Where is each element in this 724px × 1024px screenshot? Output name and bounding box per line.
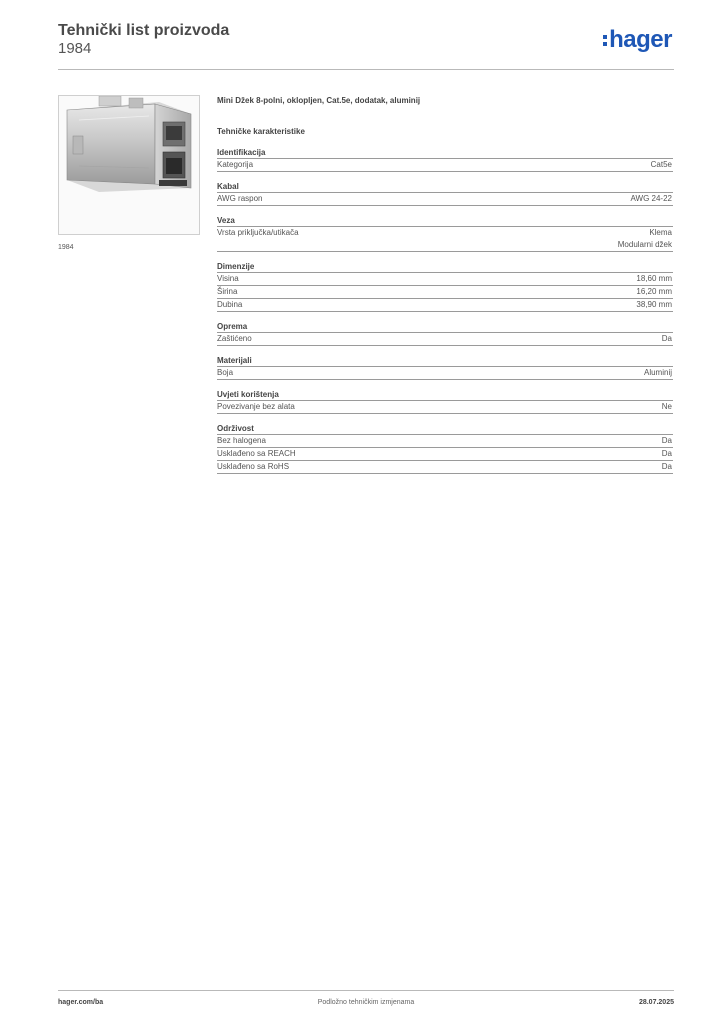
- characteristic-row: Zaštićeno Da: [217, 333, 673, 346]
- group-title: Dimenzije: [217, 261, 673, 273]
- row-value-line: Cat5e: [650, 160, 672, 169]
- row-value-line: Klema: [649, 228, 672, 237]
- characteristic-row: Širina 16,20 mm: [217, 286, 673, 299]
- page-footer: hager.com/ba Podložno tehničkim izmjenam…: [58, 990, 674, 1014]
- group-title: Veza: [217, 215, 673, 227]
- row-label: Boja: [217, 368, 234, 377]
- row-value-line: 16,20 mm: [636, 287, 672, 296]
- row-value: Da: [662, 448, 672, 460]
- hager-logo: hager: [603, 24, 672, 56]
- row-value: Da: [662, 461, 672, 473]
- document-title: Tehnički list proizvoda: [58, 22, 230, 39]
- row-value: 38,90 mm: [636, 299, 672, 311]
- row-value-line: Aluminij: [643, 368, 672, 377]
- row-value-line: 18,60 mm: [636, 274, 672, 283]
- row-value: AWG 24-22: [631, 193, 673, 205]
- row-label: Povezivanje bez alata: [217, 402, 295, 411]
- document-number: 1984: [58, 40, 92, 57]
- footer-website: hager.com/ba: [58, 999, 104, 1006]
- logo-colon-icon: [603, 34, 608, 46]
- characteristic-row: Usklađeno sa REACH Da: [217, 448, 673, 461]
- characteristic-row: Boja Aluminij: [217, 367, 673, 380]
- row-label: Zaštićeno: [217, 334, 252, 343]
- row-value-line: Da: [661, 462, 672, 471]
- group-title: Kabal: [217, 181, 673, 193]
- row-label: Usklađeno sa RoHS: [217, 462, 290, 471]
- row-value-line: Da: [661, 436, 672, 445]
- row-value-line: Da: [661, 449, 672, 458]
- row-value: 16,20 mm: [636, 286, 672, 298]
- row-label: Vrsta priključka/utikača: [217, 228, 299, 237]
- footer-date: 28.07.2025: [638, 999, 674, 1006]
- characteristic-row: Povezivanje bez alata Ne: [217, 401, 673, 414]
- image-caption: 1984: [58, 244, 74, 251]
- characteristic-row: Kategorija Cat5e: [217, 159, 673, 172]
- row-value: Da: [662, 333, 672, 345]
- group-title: Identifikacija: [217, 147, 673, 159]
- row-value: Aluminij: [644, 367, 672, 379]
- row-label: Kategorija: [217, 160, 254, 169]
- characteristic-row: Visina 18,60 mm: [217, 273, 673, 286]
- row-value-line: 38,90 mm: [636, 300, 672, 309]
- row-value: Cat5e: [651, 159, 672, 171]
- row-value: Da: [662, 435, 672, 447]
- characteristic-row: AWG raspon AWG 24-22: [217, 193, 673, 206]
- page-header: Tehnički list proizvoda 1984 hager: [58, 20, 674, 70]
- product-image: [58, 95, 200, 235]
- product-details: Mini Džek 8-polni, oklopljen, Cat.5e, do…: [217, 94, 673, 474]
- row-value-line: Da: [661, 334, 672, 343]
- row-value-line: Modularni džek: [617, 240, 672, 249]
- row-label: Visina: [217, 274, 239, 283]
- row-label: Dubina: [217, 300, 243, 309]
- row-label: Širina: [217, 287, 238, 296]
- product-name: Mini Džek 8-polni, oklopljen, Cat.5e, do…: [217, 96, 421, 105]
- group-title: Uvjeti korištenja: [217, 389, 673, 401]
- row-value-line: Ne: [661, 402, 672, 411]
- logo-text: hager: [609, 26, 672, 53]
- rj45-jack-illustration: [66, 95, 192, 192]
- group-title: Održivost: [217, 423, 673, 435]
- row-label: AWG raspon: [217, 194, 263, 203]
- group-title: Oprema: [217, 321, 673, 333]
- row-value-line: AWG 24-22: [630, 194, 673, 203]
- group-title: Materijali: [217, 355, 673, 367]
- section-heading-technical: Tehničke karakteristike: [217, 127, 305, 136]
- row-value: 18,60 mm: [636, 273, 672, 285]
- row-label: Bez halogena: [217, 436, 266, 445]
- footer-notice: Podložno tehničkim izmjenama: [317, 999, 415, 1006]
- characteristic-row: Bez halogena Da: [217, 435, 673, 448]
- characteristic-row: Usklađeno sa RoHS Da: [217, 461, 673, 474]
- row-value: Ne: [662, 401, 672, 413]
- characteristic-row: Dubina 38,90 mm: [217, 299, 673, 312]
- row-label: Usklađeno sa REACH: [217, 449, 296, 458]
